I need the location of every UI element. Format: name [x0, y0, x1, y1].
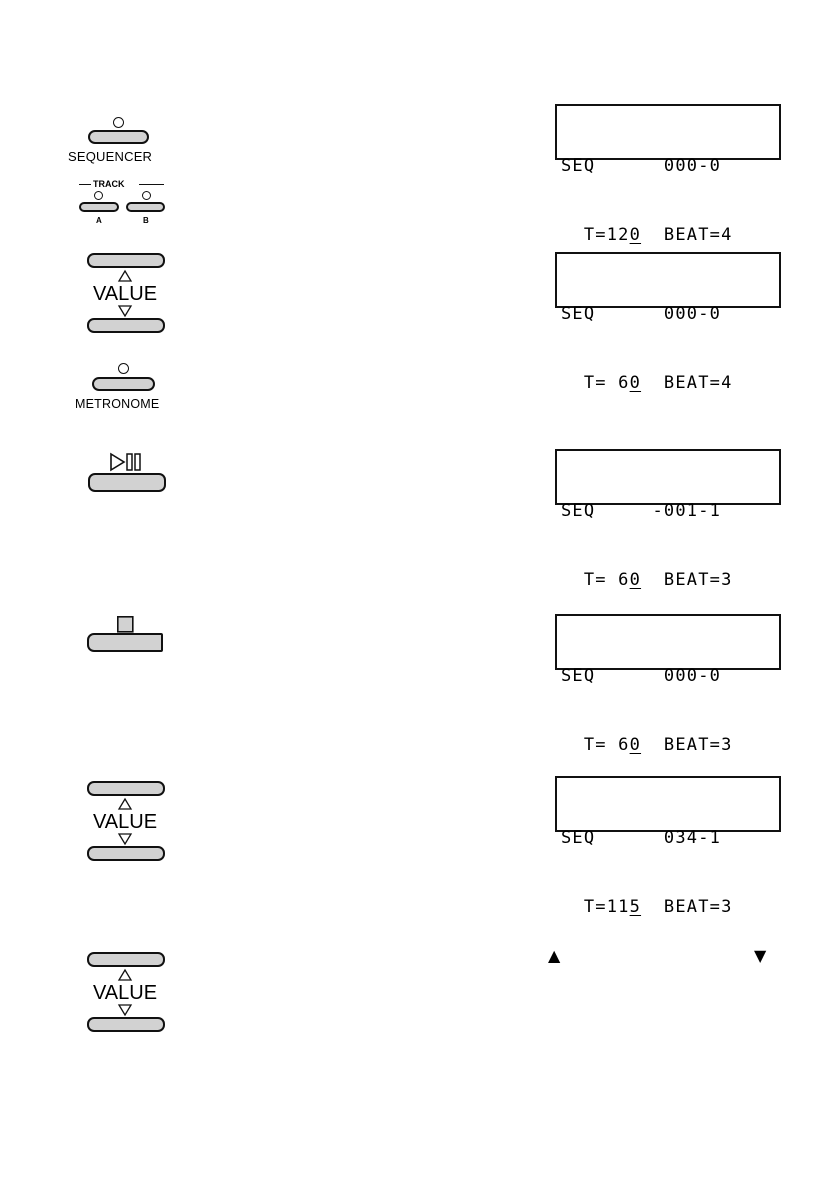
value-down-button-2[interactable] — [87, 846, 165, 861]
lcd-cursor: 5 — [629, 897, 642, 917]
lcd-line-2: T= 60 BEAT=4 — [561, 373, 733, 393]
lcd-display-2: SEQ 000-0 T= 60 BEAT=4 — [555, 252, 781, 393]
track-a-label: A — [96, 216, 102, 225]
value-up-button-3[interactable] — [87, 952, 165, 967]
lcd-line-2: T=120 BEAT=4 — [561, 225, 733, 245]
value-down-arrow-icon-2 — [117, 833, 133, 846]
play-pause-icon — [110, 452, 141, 472]
value-down-arrow-icon-3 — [117, 1004, 133, 1017]
value-label-2: VALUE — [92, 811, 158, 833]
value-label-3: VALUE — [92, 982, 158, 1004]
lcd-line-2: T= 60 BEAT=3 — [561, 570, 733, 590]
value-up-button[interactable] — [87, 253, 165, 268]
lcd-line-2: T=115 BEAT=3 — [561, 897, 733, 917]
lcd-line-1: SEQ 000-0 — [561, 156, 722, 176]
lcd-cursor: 0 — [629, 570, 642, 590]
metronome-led-icon — [118, 363, 129, 374]
value-up-arrow-icon — [117, 269, 133, 282]
lcd-line-1: SEQ 034-1 — [561, 828, 722, 848]
track-b-button[interactable] — [126, 202, 165, 212]
stop-button[interactable] — [87, 633, 163, 652]
value-label: VALUE — [92, 283, 158, 305]
down-triangle-icon: ▼ — [754, 946, 767, 965]
value-up-arrow-icon-2 — [117, 797, 133, 810]
lcd-display-4: SEQ 000-0 T= 60 BEAT=3 — [555, 614, 781, 755]
play-pause-button[interactable] — [88, 473, 166, 492]
lcd-line-1: SEQ 000-0 — [561, 304, 722, 324]
sequencer-label: SEQUENCER — [68, 149, 153, 164]
track-a-button[interactable] — [79, 202, 119, 212]
value-down-arrow-icon — [117, 305, 133, 318]
value-up-arrow-icon-3 — [117, 968, 133, 981]
lcd-cursor: 0 — [629, 225, 642, 245]
stop-icon — [117, 616, 134, 633]
metronome-label: METRONOME — [75, 397, 160, 411]
track-rule-right — [139, 184, 164, 185]
up-triangle-icon: ▲ — [548, 946, 561, 965]
value-up-button-2[interactable] — [87, 781, 165, 796]
sequencer-led-icon — [113, 117, 124, 128]
track-a-led-icon — [94, 191, 103, 200]
lcd-line-1: SEQ -001-1 — [561, 501, 722, 521]
lcd-cursor: 0 — [629, 735, 642, 755]
lcd-display-1: SEQ 000-0 T=120 BEAT=4 — [555, 104, 781, 245]
metronome-button[interactable] — [92, 377, 155, 391]
lcd-cursor: 0 — [629, 373, 642, 393]
value-down-button[interactable] — [87, 318, 165, 333]
lcd-line-2: T= 60 BEAT=3 — [561, 735, 733, 755]
lcd-display-3: SEQ -001-1 T= 60 BEAT=3 — [555, 449, 781, 590]
track-rule-left — [79, 184, 91, 185]
lcd-line-1: SEQ 000-0 — [561, 666, 722, 686]
track-b-label: B — [143, 216, 149, 225]
value-down-button-3[interactable] — [87, 1017, 165, 1032]
lcd-display-5: SEQ 034-1 T=115 BEAT=3 — [555, 776, 781, 917]
track-b-led-icon — [142, 191, 151, 200]
sequencer-button[interactable] — [88, 130, 149, 144]
track-label: TRACK — [93, 179, 125, 189]
